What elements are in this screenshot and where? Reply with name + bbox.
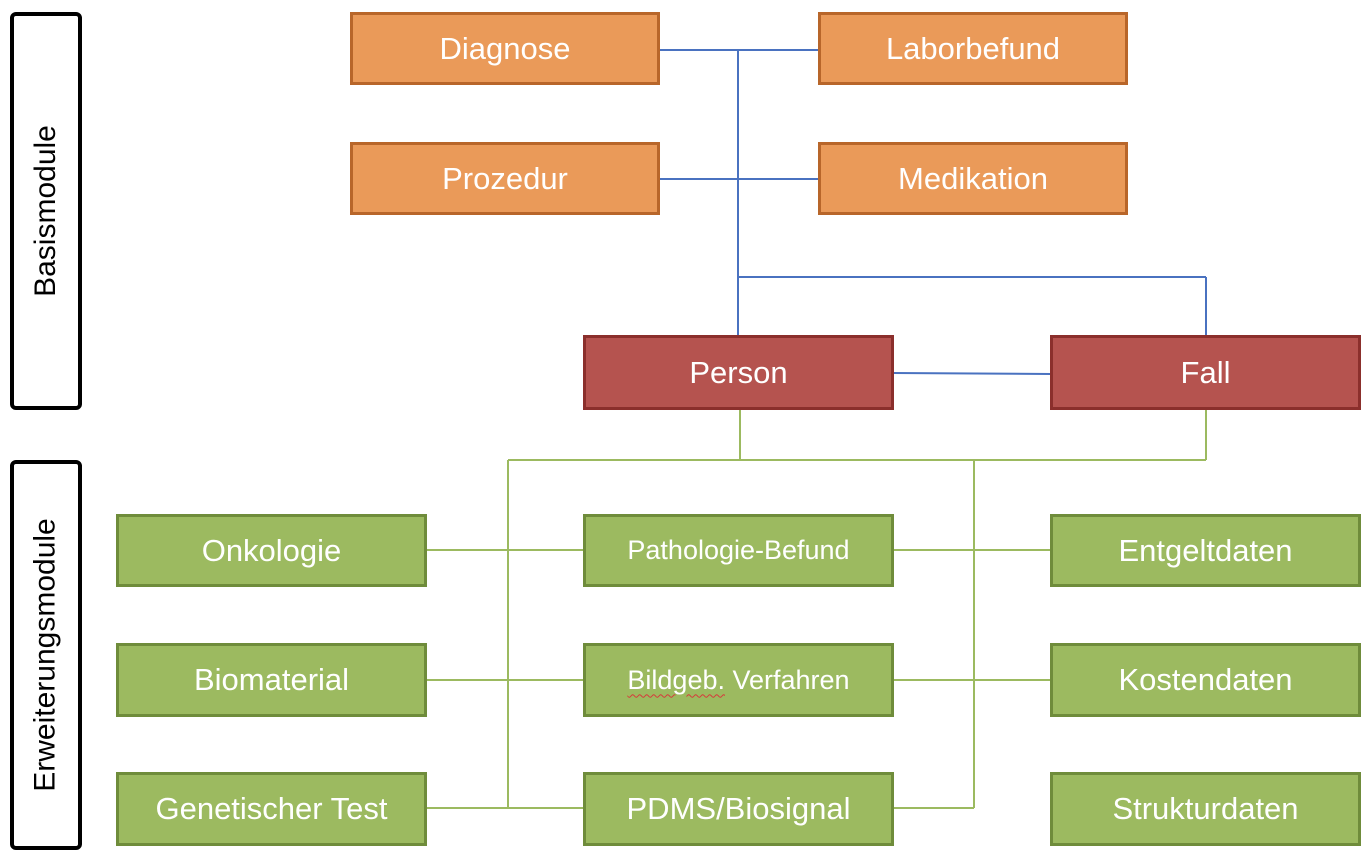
module-label: Entgeltdaten [1118, 532, 1293, 568]
module-label: Onkologie [201, 532, 342, 568]
module-label: Medikation [898, 160, 1048, 196]
section-label-text: Erweiterungsmodule [29, 518, 63, 792]
module-label: Diagnose [439, 30, 571, 66]
module-label: Strukturdaten [1112, 791, 1299, 826]
module-label: Person [689, 354, 788, 390]
module-strukturdaten: Strukturdaten [1050, 772, 1361, 846]
module-label: Kostendaten [1118, 662, 1293, 697]
module-label-part: Verfahren [724, 664, 850, 695]
module-label: Laborbefund [885, 30, 1061, 66]
section-label-basismodule: Basismodule [10, 12, 82, 410]
module-genetischer-test: Genetischer Test [116, 772, 427, 846]
module-label-part: Bildgeb. [627, 664, 725, 695]
module-label: Pathologie-Befund [627, 535, 850, 565]
module-pathologie-befund: Pathologie-Befund [583, 514, 894, 587]
module-prozedur: Prozedur [350, 142, 660, 215]
module-label: Biomaterial [193, 662, 350, 697]
extension-connectors [426, 410, 1207, 809]
module-label: Bildgeb. Verfahren [627, 665, 849, 696]
module-kostendaten: Kostendaten [1050, 643, 1361, 717]
module-biomaterial: Biomaterial [116, 643, 427, 717]
basis-connectors [660, 49, 1207, 375]
module-diagnose: Diagnose [350, 12, 660, 85]
module-entgeltdaten: Entgeltdaten [1050, 514, 1361, 587]
module-laborbefund: Laborbefund [818, 12, 1128, 85]
module-bildgeb-verfahren: Bildgeb. Verfahren [583, 643, 894, 717]
module-label: Fall [1180, 354, 1231, 390]
module-label: Prozedur [442, 160, 568, 196]
module-pdms-biosignal: PDMS/Biosignal [583, 772, 894, 846]
module-label: Genetischer Test [155, 791, 388, 826]
module-onkologie: Onkologie [116, 514, 427, 587]
section-label-text: Basismodule [29, 125, 63, 297]
section-label-erweiterungsmodule: Erweiterungsmodule [10, 460, 82, 850]
module-label: PDMS/Biosignal [626, 791, 851, 826]
module-medikation: Medikation [818, 142, 1128, 215]
module-fall: Fall [1050, 335, 1361, 410]
module-person: Person [583, 335, 894, 410]
